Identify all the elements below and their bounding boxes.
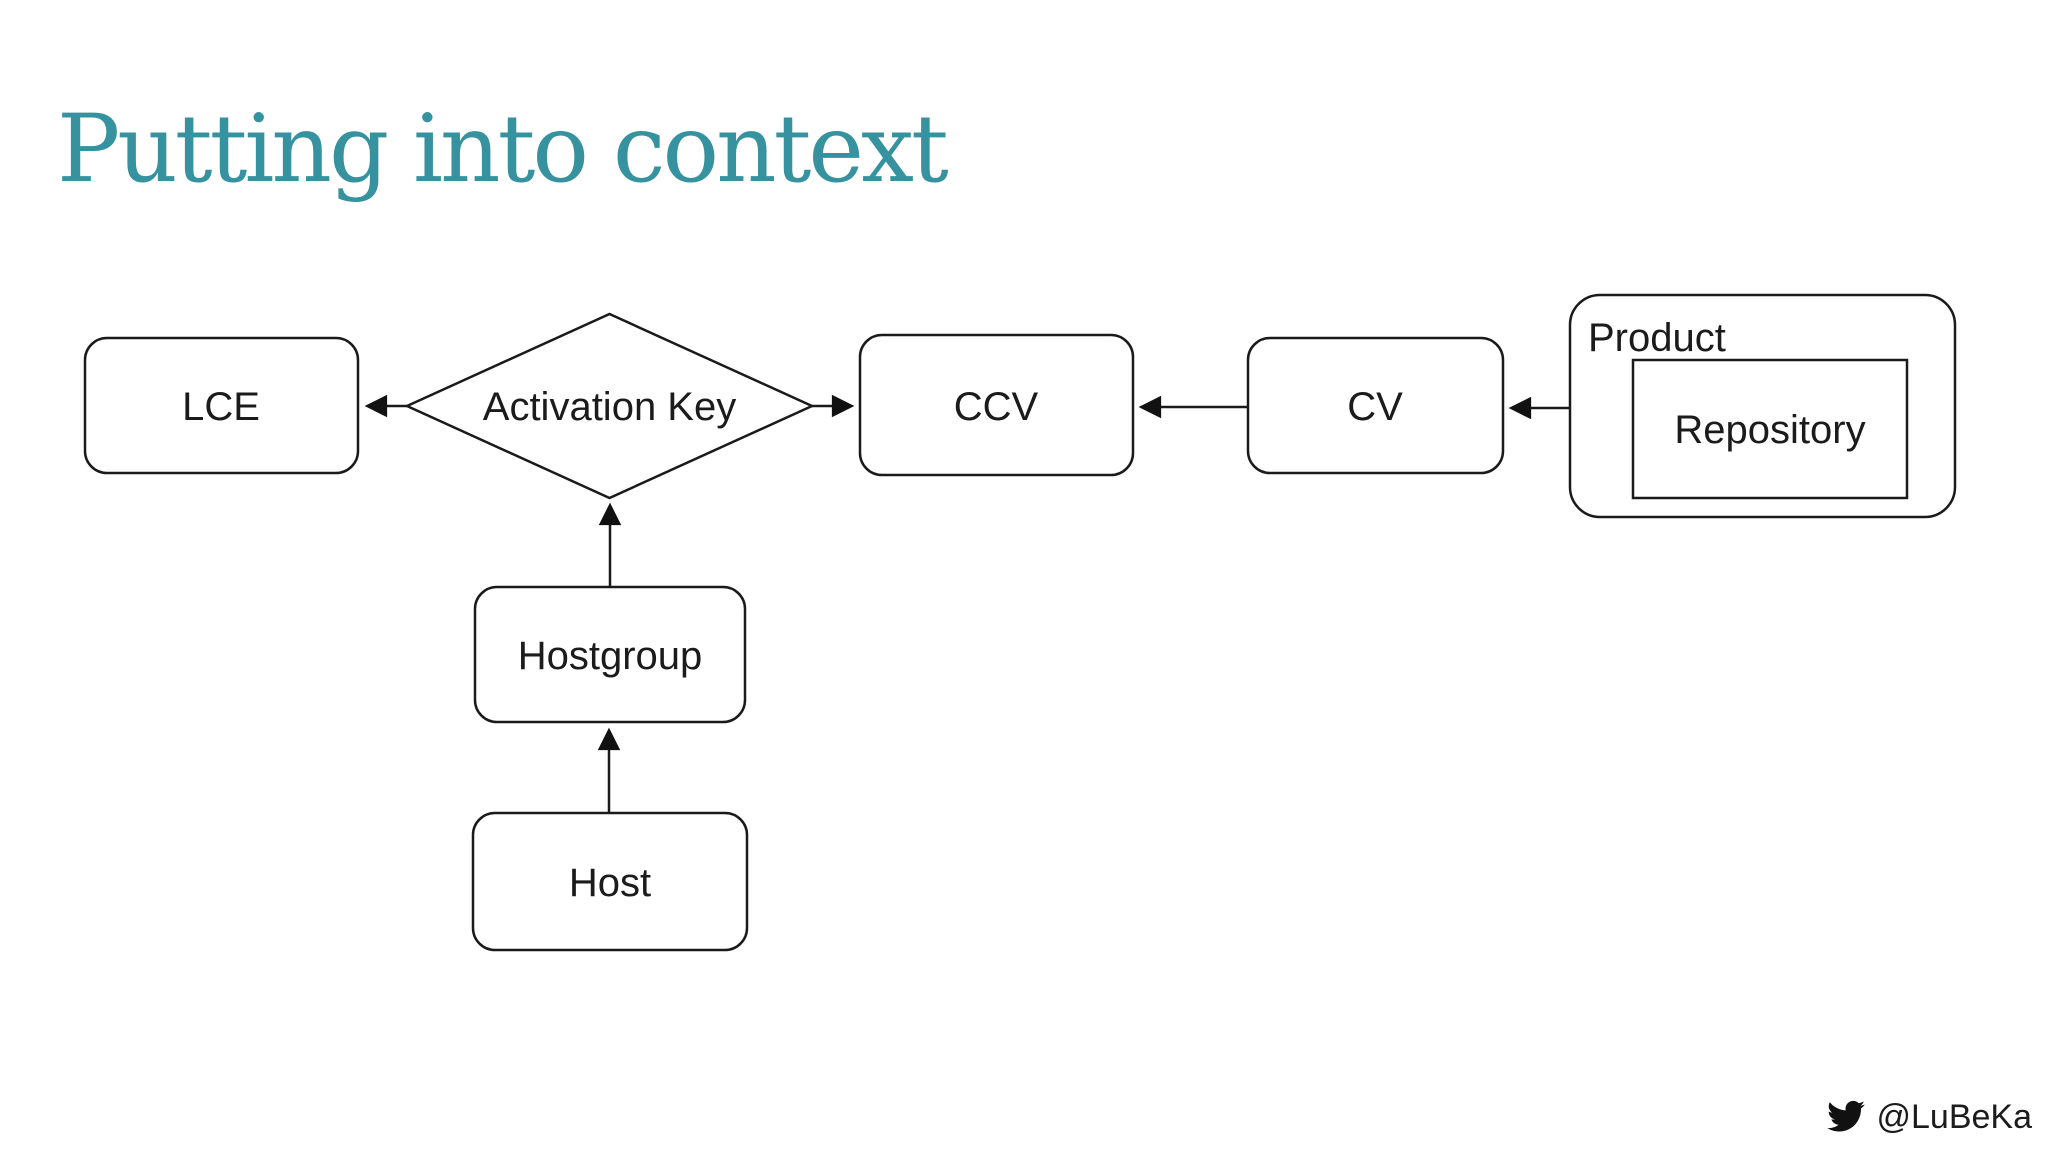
twitter-handle: @LuBeKa <box>1876 1098 2032 1136</box>
node-lce-label: LCE <box>182 385 260 429</box>
node-repository-box <box>1631 358 1909 500</box>
node-ccv-box <box>858 333 1135 477</box>
node-activation-key-label: Activation Key <box>483 385 736 429</box>
node-cv-label: CV <box>1347 385 1403 429</box>
node-repository-label: Repository <box>1674 408 1865 452</box>
page-title: Putting into context <box>57 95 949 204</box>
node-lce-box <box>83 336 360 475</box>
twitter-bird-icon <box>1825 1100 1867 1135</box>
node-host-label: Host <box>569 861 651 905</box>
footer-twitter: @LuBeKa <box>1825 1098 2032 1137</box>
node-product-label: Product <box>1588 316 1726 360</box>
node-ccv-label: CCV <box>954 385 1039 429</box>
node-hostgroup-box <box>473 585 747 724</box>
node-activation-key-diamond <box>403 312 816 500</box>
node-host-box <box>471 811 749 952</box>
node-cv-box <box>1246 336 1505 475</box>
node-hostgroup-label: Hostgroup <box>518 634 703 678</box>
